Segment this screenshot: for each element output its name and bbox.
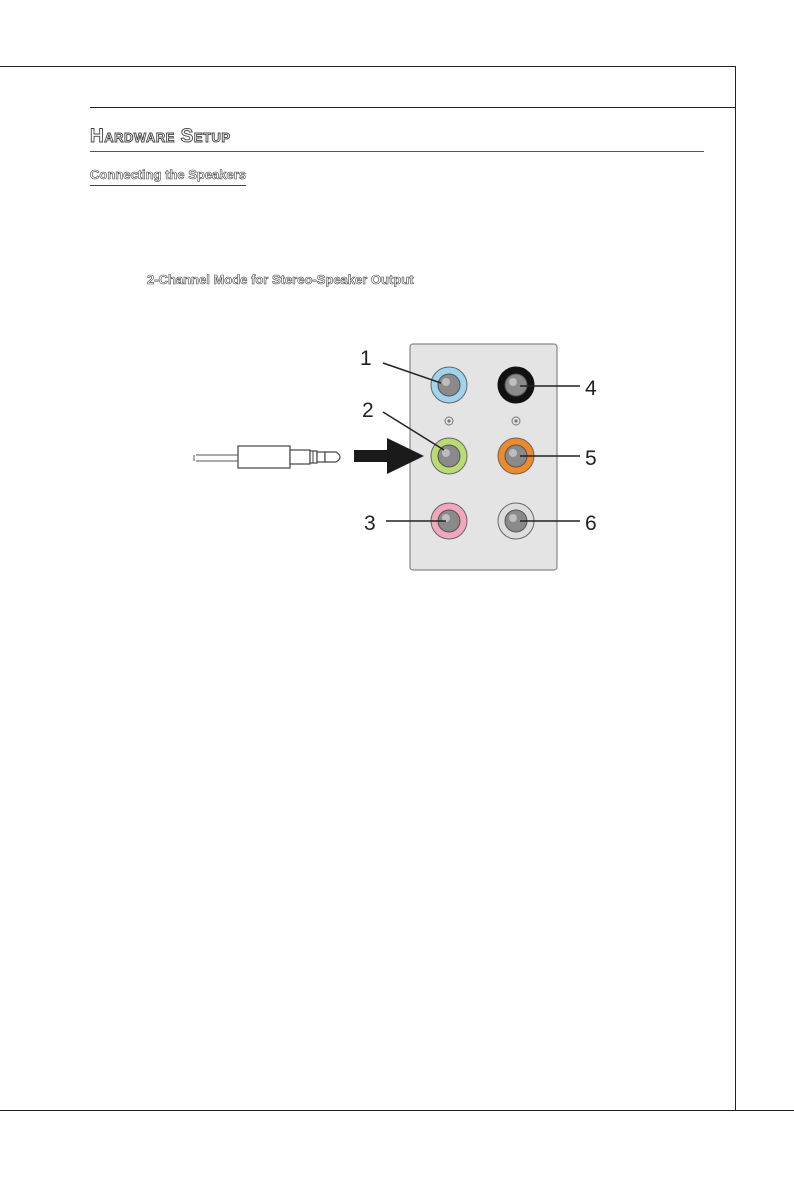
jack-4-black bbox=[498, 367, 534, 403]
indicator-ring-left-inner bbox=[447, 419, 450, 422]
audio-plug-icon bbox=[194, 446, 340, 468]
callout-6: 6 bbox=[585, 512, 597, 535]
callout-2: 2 bbox=[362, 399, 374, 422]
indicator-ring-right-inner bbox=[514, 419, 517, 422]
callout-3: 3 bbox=[364, 512, 376, 535]
jack-1-blue bbox=[431, 367, 467, 403]
callout-1: 1 bbox=[360, 347, 372, 370]
callout-4: 4 bbox=[585, 377, 597, 400]
jack-2-lime bbox=[431, 438, 467, 474]
callout-5: 5 bbox=[585, 447, 597, 470]
